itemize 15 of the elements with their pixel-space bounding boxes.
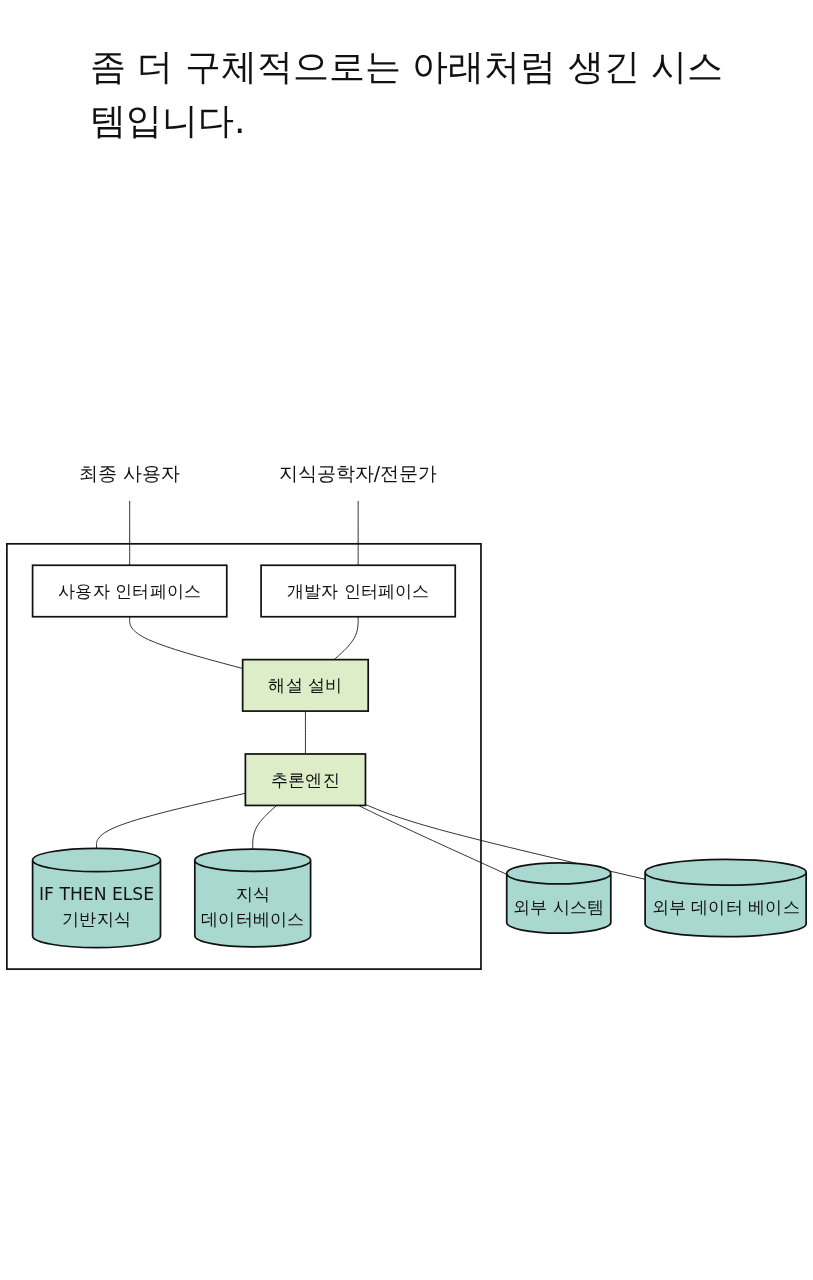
connector bbox=[365, 804, 646, 880]
connector bbox=[129, 500, 131, 566]
node-box: 개발자 인터페이스 bbox=[260, 564, 457, 618]
connector bbox=[333, 616, 359, 661]
title: 좀 더 구체적으로는 아래처럼 생긴 시스템입니다. bbox=[90, 45, 725, 143]
node-box: 사용자 인터페이스 bbox=[31, 564, 228, 618]
cluster bbox=[6, 542, 482, 970]
connector bbox=[96, 792, 246, 849]
connector bbox=[305, 710, 306, 755]
connector bbox=[252, 805, 278, 850]
node-box: 해설 설비 bbox=[241, 658, 370, 712]
connector bbox=[357, 500, 359, 566]
node-box: 추론엔진 bbox=[244, 753, 367, 807]
node-text: 최종 사용자 bbox=[79, 463, 180, 485]
node-text: 지식공학자/전문가 bbox=[279, 463, 437, 485]
